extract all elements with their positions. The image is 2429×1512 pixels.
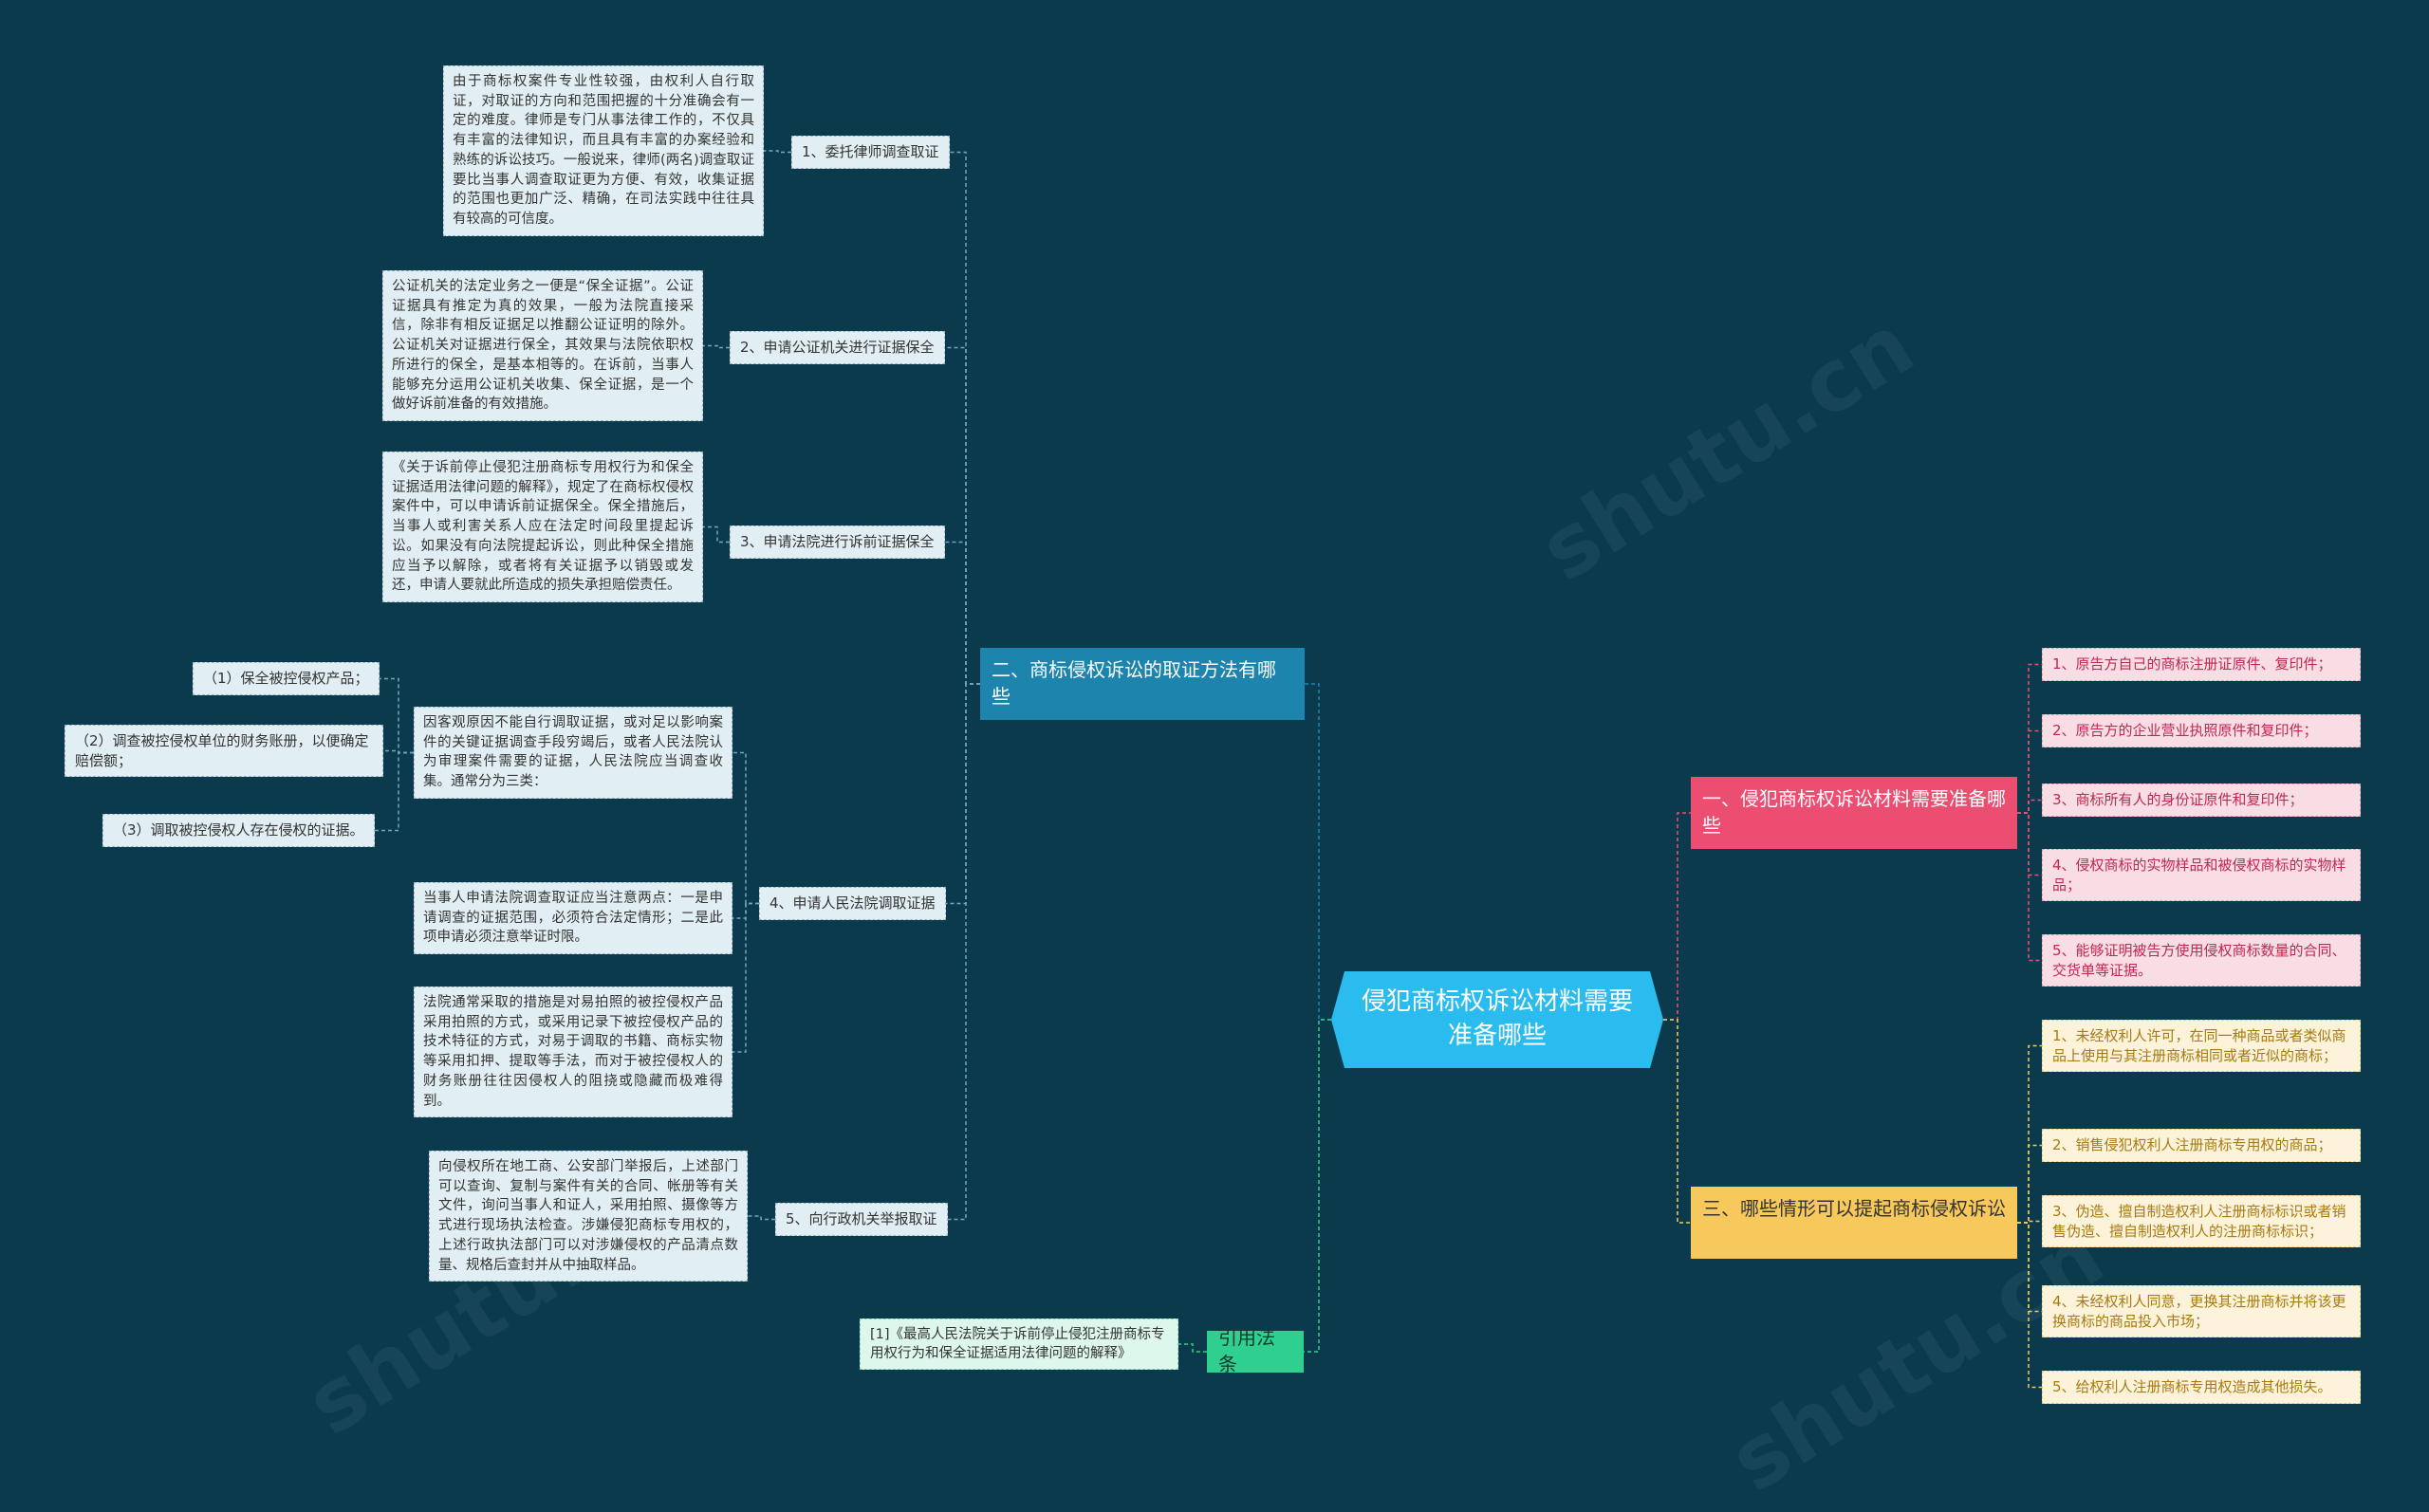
connector-materials-3: [2017, 799, 2042, 814]
cases-item-4[interactable]: 4、未经权利人同意，更换其注册商标并将该更换商标的商品投入市场；: [2042, 1285, 2361, 1338]
branch-evidence-methods-label: 二、商标侵权诉讼的取证方法有哪些: [992, 658, 1276, 708]
evidence-item-2-detail-text: 公证机关的法定业务之一便是“保全证据”。公证证据具有推定为真的效果，一般为法院直…: [392, 279, 694, 413]
reference-item-1-text: [1]《最高人民法院关于诉前停止侵犯注册商标专用权行为和保全证据适用法律问题的解…: [870, 1327, 1165, 1361]
evidence-item-4-label: 4、申请人民法院调取证据: [769, 894, 936, 912]
connector-root-cases: [1663, 1019, 1691, 1224]
evidence-item-2[interactable]: 2、申请公证机关进行证据保全: [730, 331, 945, 364]
evidence-item-4-sub-2[interactable]: （2）调查被控侵权单位的财务账册，以便确定赔偿额；: [65, 725, 383, 778]
materials-item-3-text: 3、商标所有人的身份证原件和复印件；: [2052, 791, 2304, 808]
evidence-item-4-sub-3-label: （3）调取被控侵权人存在侵权的证据。: [113, 821, 364, 839]
connector-ev4-d1: [732, 751, 759, 905]
mind-map-canvas: shutu.cn shutu.cn shutu.cn 侵犯商标权诉讼材料需要准备…: [65, 65, 2361, 1512]
materials-item-5[interactable]: 5、能够证明被告方使用侵权商标数量的合同、交货单等证据。: [2042, 934, 2361, 987]
connector-materials-1: [2017, 663, 2042, 814]
materials-item-1[interactable]: 1、原告方自己的商标注册证原件、复印件；: [2042, 648, 2361, 681]
connector-ev5-detail: [748, 1215, 775, 1221]
connector-root-materials: [1663, 812, 1691, 1021]
branch-litigation-materials[interactable]: 一、侵犯商标权诉讼材料需要准备哪些: [1691, 777, 2017, 849]
connector-cases-1: [2017, 1044, 2042, 1224]
connector-evidence-3: [945, 541, 980, 685]
connector-refs-1: [1178, 1343, 1207, 1353]
connector-evidence-1: [950, 151, 980, 685]
connector-ev3-detail: [703, 526, 730, 544]
evidence-item-4-sub-1-label: （1）保全被控侵权产品；: [203, 670, 369, 687]
evidence-item-2-detail[interactable]: 公证机关的法定业务之一便是“保全证据”。公证证据具有推定为真的效果，一般为法院直…: [382, 270, 703, 422]
cases-item-2[interactable]: 2、销售侵犯权利人注册商标专用权的商品；: [2042, 1129, 2361, 1162]
materials-item-4[interactable]: 4、侵权商标的实物样品和被侵权商标的实物样品；: [2042, 849, 2361, 902]
branch-references[interactable]: 引用法条: [1207, 1326, 1304, 1375]
cases-item-5-text: 5、给权利人注册商标专用权造成其他损失。: [2052, 1378, 2332, 1395]
reference-item-1[interactable]: [1]《最高人民法院关于诉前停止侵犯注册商标专用权行为和保全证据适用法律问题的解…: [860, 1318, 1178, 1370]
evidence-item-4-detail-1-text: 因客观原因不能自行调取证据，或对足以影响案件的关键证据调查手段穷竭后，或者人民法…: [423, 715, 723, 790]
branch-infringement-cases-label: 三、哪些情形可以提起商标侵权诉讼: [1702, 1197, 2006, 1220]
connector-ev4-s3: [375, 751, 414, 832]
materials-item-3[interactable]: 3、商标所有人的身份证原件和复印件；: [2042, 784, 2361, 817]
connector-evidence-4: [946, 683, 980, 905]
evidence-item-1[interactable]: 1、委托律师调查取证: [791, 136, 950, 169]
branch-references-label: 引用法条: [1218, 1326, 1275, 1375]
evidence-item-4[interactable]: 4、申请人民法院调取证据: [759, 887, 946, 920]
connector-ev2-detail: [703, 344, 730, 349]
materials-item-5-text: 5、能够证明被告方使用侵权商标数量的合同、交货单等证据。: [2052, 942, 2346, 979]
evidence-item-4-detail-2[interactable]: 当事人申请法院调查取证应当注意两点：一是申请调查的证据范围，必须符合法定情形；二…: [414, 882, 732, 955]
evidence-item-5[interactable]: 5、向行政机关举报取证: [775, 1203, 948, 1236]
cases-item-5[interactable]: 5、给权利人注册商标专用权造成其他损失。: [2042, 1371, 2361, 1404]
evidence-item-1-label: 1、委托律师调查取证: [802, 143, 939, 160]
evidence-item-4-detail-3[interactable]: 法院通常采取的措施是对易拍照的被控侵权产品采用拍照的方式，或采用记录下被控侵权产…: [414, 986, 732, 1118]
evidence-item-5-label: 5、向行政机关举报取证: [786, 1210, 937, 1227]
evidence-item-3[interactable]: 3、申请法院进行诉前证据保全: [730, 526, 945, 559]
evidence-item-4-detail-3-text: 法院通常采取的措施是对易拍照的被控侵权产品采用拍照的方式，或采用记录下被控侵权产…: [423, 995, 723, 1109]
connector-lines: [375, 150, 2042, 1389]
cases-item-2-text: 2、销售侵犯权利人注册商标专用权的商品；: [2052, 1136, 2332, 1153]
materials-item-1-text: 1、原告方自己的商标注册证原件、复印件；: [2052, 655, 2332, 673]
materials-item-2[interactable]: 2、原告方的企业营业执照原件和复印件；: [2042, 714, 2361, 747]
connector-evidence-5: [948, 683, 980, 1221]
connector-ev1-detail: [764, 150, 791, 154]
connector-materials-5: [2017, 812, 2042, 962]
cases-item-4-text: 4、未经权利人同意，更换其注册商标并将该更换商标的商品投入市场；: [2052, 1293, 2346, 1330]
evidence-item-4-detail-1[interactable]: 因客观原因不能自行调取证据，或对足以影响案件的关键证据调查手段穷竭后，或者人民法…: [414, 707, 732, 799]
evidence-item-1-detail[interactable]: 由于商标权案件专业性较强，由权利人自行取证，对取证的方向和范围把握的十分准确会有…: [443, 65, 764, 236]
connector-root-refs: [1304, 1019, 1331, 1353]
evidence-item-3-detail[interactable]: 《关于诉前停止侵犯注册商标专用权行为和保全证据适用法律问题的解释》，规定了在商标…: [382, 452, 703, 603]
materials-item-4-text: 4、侵权商标的实物样品和被侵权商标的实物样品；: [2052, 857, 2346, 894]
connector-evidence-2: [945, 346, 980, 685]
cases-item-1-text: 1、未经权利人许可，在同一种商品或者类似商品上使用与其注册商标相同或者近似的商标…: [2052, 1027, 2346, 1064]
connector-cases-5: [2017, 1222, 2042, 1389]
evidence-item-4-detail-2-text: 当事人申请法院调查取证应当注意两点：一是申请调查的证据范围，必须符合法定情形；二…: [423, 891, 723, 946]
connector-materials-2: [2017, 729, 2042, 814]
evidence-item-2-label: 2、申请公证机关进行证据保全: [740, 339, 935, 356]
branch-litigation-materials-label: 一、侵犯商标权诉讼材料需要准备哪些: [1702, 787, 2006, 837]
evidence-item-5-detail[interactable]: 向侵权所在地工商、公安部门举报后，上述部门可以查询、复制与案件有关的合同、帐册等…: [429, 1151, 748, 1282]
evidence-item-1-detail-text: 由于商标权案件专业性较强，由权利人自行取证，对取证的方向和范围把握的十分准确会有…: [453, 74, 754, 228]
connector-ev4-s1: [380, 677, 414, 754]
materials-item-2-text: 2、原告方的企业营业执照原件和复印件；: [2052, 722, 2318, 739]
cases-item-3[interactable]: 3、伪造、擅自制造权利人注册商标标识或者销售伪造、擅自制造权利人的注册商标标识；: [2042, 1195, 2361, 1248]
branch-infringement-cases[interactable]: 三、哪些情形可以提起商标侵权诉讼: [1691, 1187, 2017, 1259]
connector-cases-4: [2017, 1222, 2042, 1313]
branch-evidence-methods[interactable]: 二、商标侵权诉讼的取证方法有哪些: [980, 648, 1305, 720]
cases-item-3-text: 3、伪造、擅自制造权利人注册商标标识或者销售伪造、擅自制造权利人的注册商标标识；: [2052, 1203, 2346, 1240]
connector-materials-4: [2017, 812, 2042, 876]
evidence-item-4-sub-2-label: （2）调查被控侵权单位的财务账册，以便确定赔偿额；: [75, 732, 369, 769]
evidence-item-4-sub-3[interactable]: （3）调取被控侵权人存在侵权的证据。: [102, 814, 375, 847]
evidence-item-3-detail-text: 《关于诉前停止侵犯注册商标专用权行为和保全证据适用法律问题的解释》，规定了在商标…: [392, 460, 694, 594]
evidence-item-4-sub-1[interactable]: （1）保全被控侵权产品；: [193, 662, 380, 695]
connector-cases-2: [2017, 1144, 2042, 1224]
cases-item-1[interactable]: 1、未经权利人许可，在同一种商品或者类似商品上使用与其注册商标相同或者近似的商标…: [2042, 1020, 2361, 1073]
connector-ev4-d3: [732, 902, 759, 1053]
connector-root-evidence: [1305, 683, 1331, 1021]
evidence-item-3-label: 3、申请法院进行诉前证据保全: [740, 533, 935, 550]
root-topic[interactable]: 侵犯商标权诉讼材料需要准备哪些: [1331, 971, 1663, 1068]
evidence-item-5-detail-text: 向侵权所在地工商、公安部门举报后，上述部门可以查询、复制与案件有关的合同、帐册等…: [438, 1159, 738, 1273]
root-topic-label: 侵犯商标权诉讼材料需要准备哪些: [1361, 987, 1633, 1050]
